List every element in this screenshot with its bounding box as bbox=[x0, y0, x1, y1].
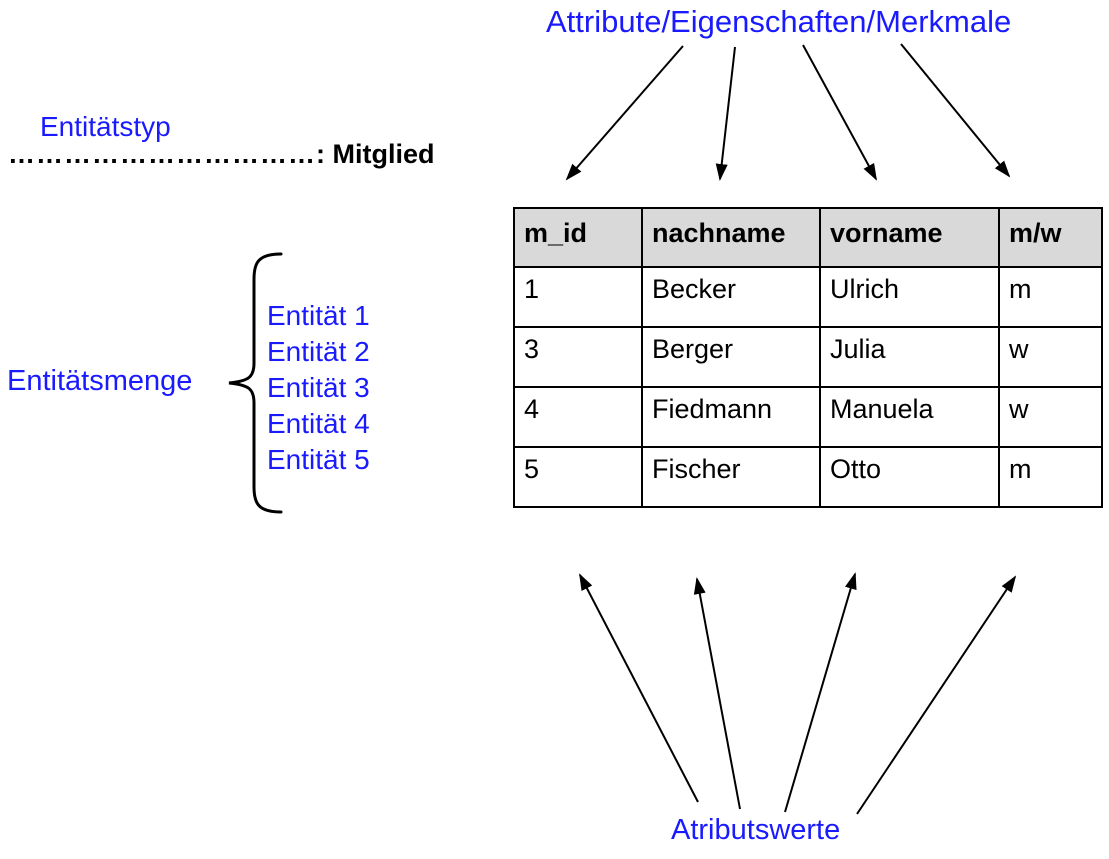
table-cell: m bbox=[998, 266, 1103, 328]
table-cell: 3 bbox=[513, 326, 643, 388]
attribute-arrow-4-icon bbox=[900, 43, 1011, 178]
entity-list-item: Entität 4 bbox=[267, 408, 370, 439]
table-cell: w bbox=[998, 326, 1103, 388]
attribute-arrow-1-icon bbox=[565, 45, 684, 181]
attributes-title: Attribute/Eigenschaften/Merkmale bbox=[546, 4, 1012, 39]
attribute-values-label: Atributswerte bbox=[671, 814, 841, 846]
table-cell: Otto bbox=[819, 446, 1000, 508]
entity-list-item: Entität 1 bbox=[267, 300, 370, 331]
entity-type-value: : Mitglied bbox=[316, 139, 435, 169]
table-cell: Berger bbox=[641, 326, 821, 388]
table-cell: Manuela bbox=[819, 386, 1000, 448]
entity-list-item: Entität 5 bbox=[267, 444, 370, 475]
value-arrow-3-icon bbox=[784, 572, 857, 813]
table-cell: 1 bbox=[513, 266, 643, 328]
entity-type-dots: …………………………… bbox=[8, 139, 316, 169]
entity-list-item: Entität 3 bbox=[267, 372, 370, 403]
attribute-arrow-2-icon bbox=[715, 46, 736, 181]
value-arrow-1-icon bbox=[579, 573, 699, 803]
table-cell: Ulrich bbox=[819, 266, 1000, 328]
entity-type-label: Entitätstyp bbox=[40, 111, 171, 142]
entity-type-line: ……………………………: Mitglied bbox=[8, 139, 435, 170]
table-header-cell: m/w bbox=[998, 207, 1103, 268]
table-cell: 4 bbox=[513, 386, 643, 448]
table-cell: w bbox=[998, 386, 1103, 448]
table-header-cell: nachname bbox=[641, 207, 821, 268]
entity-list: Entität 1 Entität 2 Entität 3 Entität 4 Enti… bbox=[267, 298, 370, 478]
value-arrow-2-icon bbox=[693, 577, 741, 810]
entity-set-label: Entitätsmenge bbox=[7, 365, 193, 397]
attribute-arrow-3-icon bbox=[802, 44, 877, 181]
table-cell: Fiedmann bbox=[641, 386, 821, 448]
table-header-cell: vorname bbox=[819, 207, 1000, 268]
table-cell: Becker bbox=[641, 266, 821, 328]
table-cell: m bbox=[998, 446, 1103, 508]
table-cell: Julia bbox=[819, 326, 1000, 388]
table-cell: Fischer bbox=[641, 446, 821, 508]
value-arrow-4-icon bbox=[856, 575, 1017, 815]
table-cell: 5 bbox=[513, 446, 643, 508]
entity-list-item: Entität 2 bbox=[267, 336, 370, 367]
table-header-cell: m_id bbox=[513, 207, 643, 268]
